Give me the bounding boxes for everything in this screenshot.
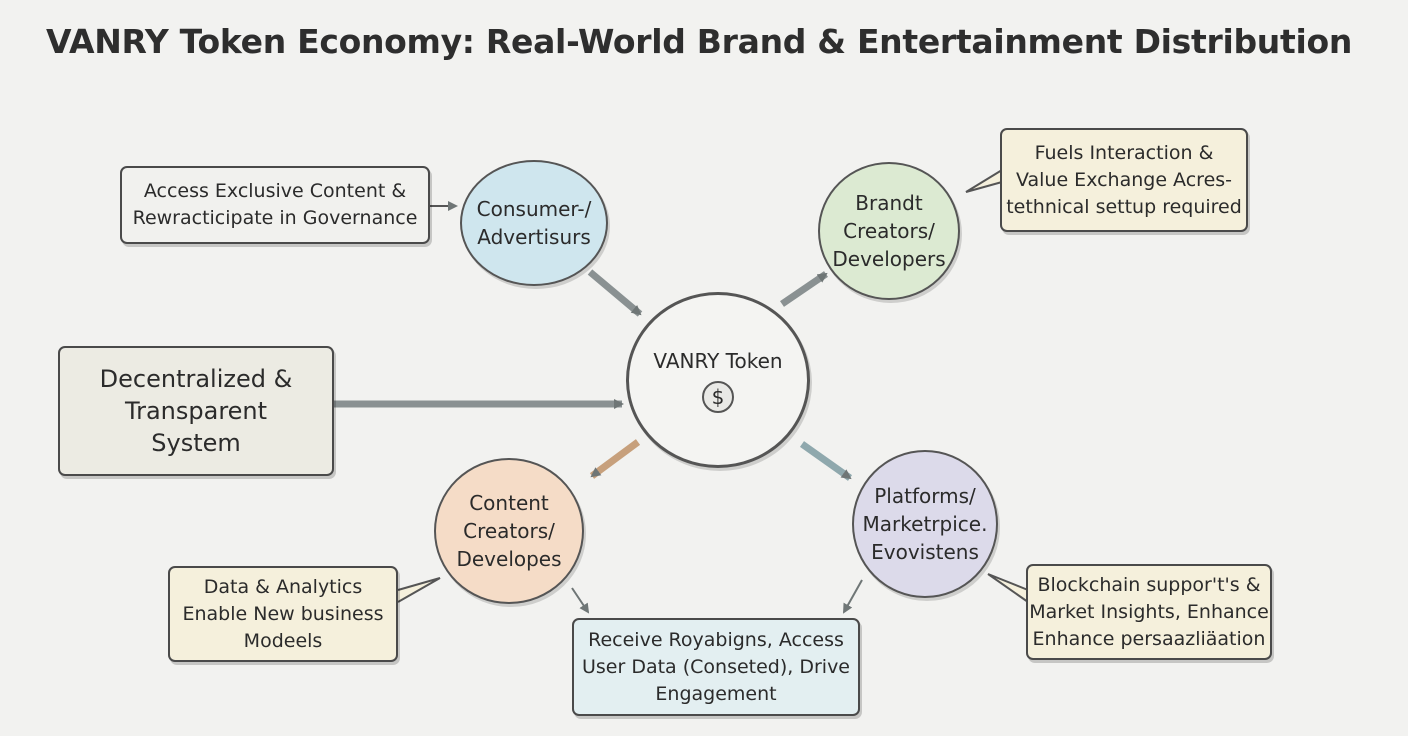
node-line: VANRY Token: [653, 349, 783, 373]
box-line: Receive Royabigns, Access: [588, 628, 844, 651]
node-line: Creators/: [843, 219, 935, 243]
node-consumer-advertisers: Consumer-/ Advertisurs: [460, 160, 608, 286]
node-line: Marketrpice.: [862, 512, 988, 536]
arrow-consumer-to-center: [587, 269, 643, 317]
node-line: Platforms/: [874, 484, 976, 508]
node-vanry-token: VANRY Token $: [626, 292, 810, 468]
box-line: tethnical settup required: [1006, 195, 1242, 218]
node-line: Creators/: [463, 519, 555, 543]
box-line: System: [151, 429, 241, 457]
box-receive-royalties: Receive Royabigns, Access User Data (Con…: [572, 618, 860, 716]
diagram-title: VANRY Token Economy: Real-World Brand & …: [46, 22, 1353, 61]
arrow-center-to-brand: [780, 271, 828, 307]
box-data-analytics: Data & Analytics Enable New business Mod…: [168, 566, 398, 662]
node-line: Advertisurs: [477, 225, 591, 249]
arrow-center-to-content: [589, 439, 641, 479]
box-line: Data & Analytics: [203, 575, 363, 598]
arrow-center-to-platforms: [799, 441, 853, 481]
arrow-content-to-royalties: [571, 587, 590, 614]
node-line: Consumer-/: [476, 197, 592, 221]
box-line: Decentralized &: [99, 365, 293, 393]
arrow-platforms-to-royalties: [843, 579, 863, 614]
box-blockchain-support: Blockchain suppor't's & Market Insights,…: [1026, 564, 1272, 660]
box-line: Transparent: [124, 397, 268, 425]
box-line: Engagement: [655, 682, 777, 705]
box-line: Value Exchange Acres-: [1015, 168, 1233, 191]
box-line: Blockchain suppor't's &: [1037, 573, 1261, 596]
node-line: Content: [469, 491, 549, 515]
node-platforms-marketplace: Platforms/ Marketrpice. Evovistens: [852, 450, 998, 598]
box-line: Fuels Interaction &: [1034, 141, 1214, 164]
box-line: Market Insights, Enhance: [1029, 600, 1269, 623]
callout-pointer-blockchain: [987, 573, 1029, 603]
box-line: Access Exclusive Content &: [143, 180, 407, 202]
box-line: Rewracticipate in Governance: [132, 207, 418, 229]
box-fuels-interaction: Fuels Interaction & Value Exchange Acres…: [1000, 128, 1248, 232]
callout-pointer-analytics: [397, 577, 441, 603]
node-line: Developes: [456, 547, 562, 571]
node-brand-creators: Brandt Creators/ Developers: [818, 162, 960, 300]
box-line: User Data (Conseted), Drive: [581, 655, 851, 678]
node-line: Evovistens: [871, 540, 979, 564]
box-decentralized-system: Decentralized & Transparent System: [58, 346, 334, 476]
callout-pointer-fuels: [965, 169, 1003, 193]
node-content-creators: Content Creators/ Developes: [434, 458, 584, 604]
box-exclusive-content: Access Exclusive Content & Rewracticipat…: [120, 166, 430, 244]
box-line: Modeels: [243, 629, 323, 652]
node-line: Brandt: [855, 191, 923, 215]
dollar-coin-icon: $: [702, 381, 734, 413]
node-line: Developers: [832, 247, 946, 271]
box-line: Enable New business: [182, 602, 384, 625]
coin-symbol: $: [711, 385, 725, 409]
box-line: Enhance persaazliäation: [1032, 627, 1266, 650]
